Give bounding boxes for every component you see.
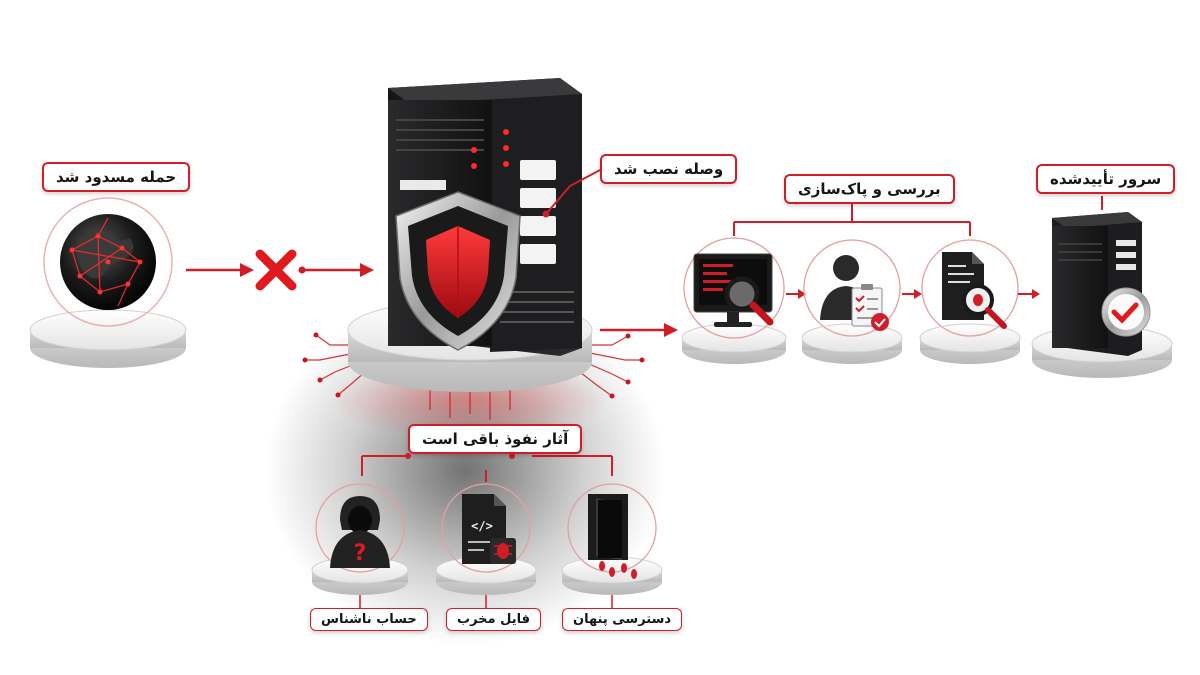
monitor-inspect-node — [681, 237, 787, 364]
inspection-bracket — [733, 202, 971, 236]
shield-icon — [395, 191, 521, 351]
document-bug-magnifier-icon — [942, 252, 1007, 329]
label-hidden-access: دسترسی پنهان — [562, 608, 683, 631]
attack-globe-node — [29, 197, 187, 368]
user-checklist-icon — [820, 255, 889, 331]
server-checkmark-icon — [1052, 212, 1151, 356]
label-traces-remain: آثار نفوذ باقی است — [408, 424, 583, 454]
central-server-node — [302, 78, 645, 420]
monitor-magnifier-icon — [693, 253, 774, 327]
document-scan-node — [919, 239, 1021, 364]
traces-bracket — [361, 455, 613, 482]
red-x-icon — [255, 249, 297, 291]
label-attack-blocked: حمله مسدود شد — [42, 162, 191, 192]
label-verified-server: سرور تأییدشده — [1036, 164, 1176, 194]
door-footprints-icon — [588, 494, 637, 579]
blocked-arrow — [186, 249, 374, 291]
hidden-access-node — [561, 483, 663, 595]
arrow-review-scan — [902, 289, 922, 299]
label-malicious-file: فایل مخرب — [446, 608, 541, 631]
code-file-bug-icon: </> — [462, 494, 516, 564]
label-unknown-account: حساب ناشناس — [310, 608, 428, 631]
arrow-monitor-review — [786, 289, 806, 299]
user-review-node — [801, 239, 903, 364]
label-inspection-cleanup: بررسی و پاک‌سازی — [784, 174, 955, 204]
svg-text:?: ? — [354, 541, 367, 566]
label-patch-installed: وصله نصب شد — [600, 154, 738, 184]
circuit-traces — [305, 334, 642, 420]
hooded-user-question-icon: ? — [330, 496, 390, 568]
verified-server-node — [1031, 196, 1173, 378]
flow-arrow-to-inspection — [600, 323, 678, 337]
unknown-account-node: ? — [311, 483, 409, 595]
arrow-scan-verified — [1018, 289, 1040, 299]
malicious-file-node: </> — [435, 483, 537, 595]
globe-network-icon — [60, 214, 156, 310]
svg-text:</>: </> — [471, 519, 493, 533]
